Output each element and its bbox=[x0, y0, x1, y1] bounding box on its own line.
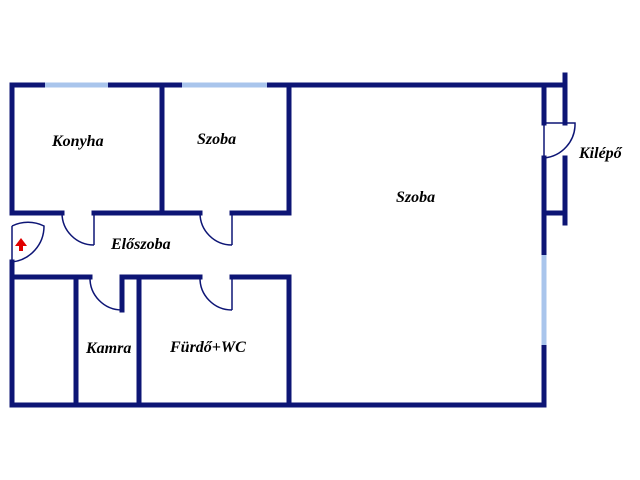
door-kilepo bbox=[543, 122, 576, 159]
label-kamra: Kamra bbox=[85, 340, 131, 357]
interior-walls bbox=[9, 82, 292, 408]
label-szoba-small: Szoba bbox=[197, 131, 236, 148]
arrow-up-icon bbox=[15, 238, 27, 251]
doors bbox=[11, 122, 576, 311]
door-konyha bbox=[61, 212, 95, 246]
label-furdo-wc: Fürdő+WC bbox=[169, 339, 246, 356]
windows bbox=[45, 82, 547, 345]
label-kilepo: Kilépő bbox=[578, 145, 623, 162]
label-szoba-large: Szoba bbox=[396, 189, 435, 206]
label-konyha: Konyha bbox=[51, 133, 104, 150]
door-furdo bbox=[199, 276, 233, 311]
door-szoba bbox=[199, 212, 233, 246]
label-eloszoba: Előszoba bbox=[110, 236, 171, 253]
door-kamra bbox=[89, 276, 123, 311]
door-entrance bbox=[11, 221, 45, 263]
